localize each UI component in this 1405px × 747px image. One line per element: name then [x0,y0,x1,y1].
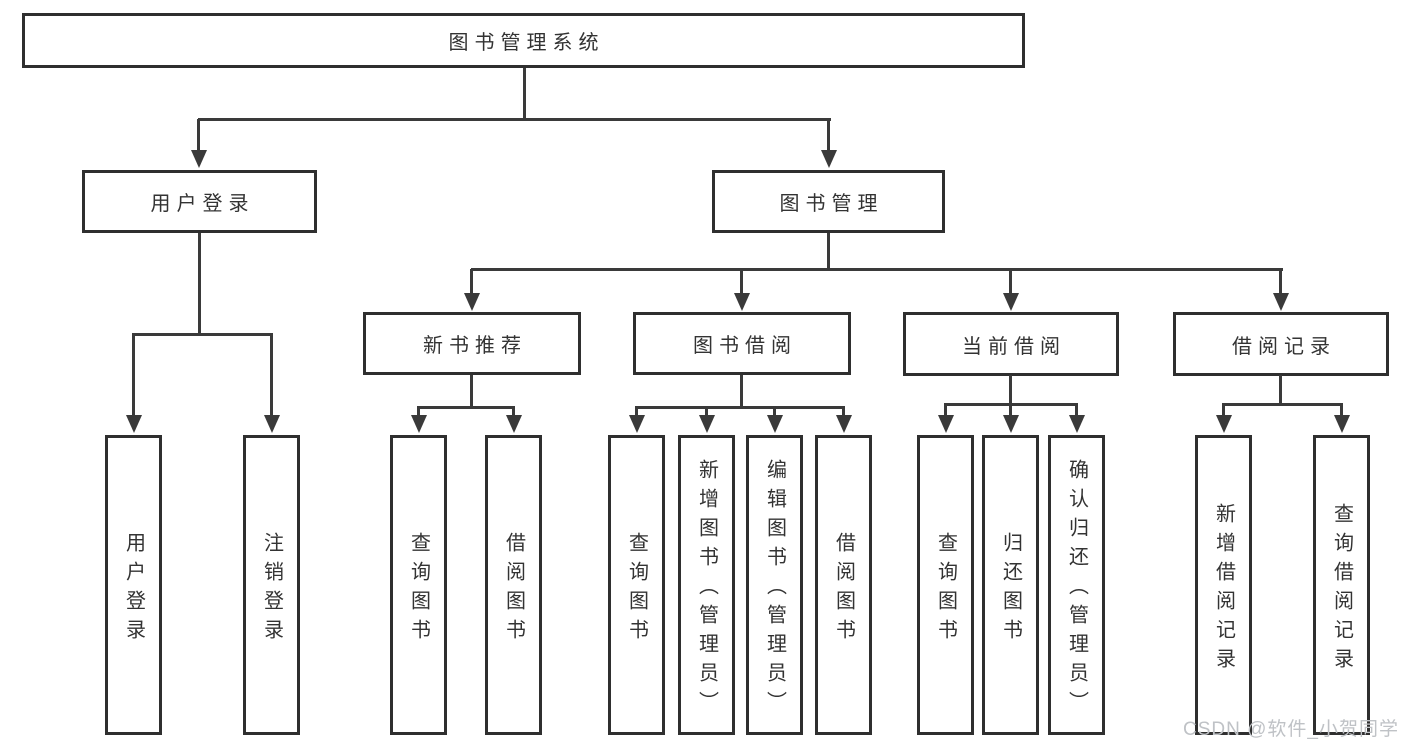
leaf-return-book-label: 归还图书 [999,531,1022,648]
node-root: 图书管理系统 [22,13,1025,68]
node-book-mgmt-label: 图书管理 [779,193,884,215]
connector-arrow-edit-book [767,407,783,433]
leaf-add-borrow-record-label: 新增借阅记录 [1212,502,1235,677]
connector-user-login-stem [198,233,201,335]
connector-arrow-user-login [191,119,207,168]
leaf-borrow-books-rec-label: 借阅图书 [502,531,525,648]
node-book-borrow: 图书借阅 [633,312,851,375]
connector-arrow-confirm-return [1069,404,1085,433]
connector-arrow-query-books-borrow [629,407,645,433]
connector-arrow-add-book [699,407,715,433]
leaf-query-books-rec-label: 查询图书 [407,531,430,648]
connector-arrow-query-books-current [938,404,954,433]
connector-arrow-book-mgmt [821,119,837,168]
leaf-query-borrow-record-label: 查询借阅记录 [1330,502,1353,677]
connector-arrow-leaf-user-login [126,334,142,433]
connector-book-mgmt-stem [827,233,830,270]
leaf-user-login-label: 用户登录 [122,531,145,648]
connector-borrow-record-hline [1222,403,1343,406]
leaf-edit-book-admin: 编辑图书（管理员） [746,435,803,735]
connector-root-hline [198,118,831,121]
leaf-add-book-admin-label: 新增图书（管理员） [695,459,718,720]
leaf-add-borrow-record: 新增借阅记录 [1195,435,1252,735]
node-user-login-label: 用户登录 [150,193,255,215]
node-current-borrow-label: 当前借阅 [962,335,1066,358]
connector-arrow-return-book [1003,404,1019,433]
connector-user-login-hline [132,333,273,336]
connector-arrow-query-books-rec [411,407,427,433]
connector-arrow-borrow-books-borrow [836,407,852,433]
node-new-book-rec-label: 新书推荐 [423,335,527,357]
node-book-borrow-label: 图书借阅 [693,335,797,357]
leaf-borrow-books-rec: 借阅图书 [485,435,542,735]
node-book-mgmt: 图书管理 [712,170,945,233]
leaf-confirm-return-admin: 确认归还（管理员） [1048,435,1105,735]
node-user-login: 用户登录 [82,170,317,233]
leaf-query-books-current: 查询图书 [917,435,974,735]
leaf-query-borrow-record: 查询借阅记录 [1313,435,1370,735]
leaf-query-books-borrow-label: 查询图书 [625,531,648,648]
node-borrow-record-label: 借阅记录 [1232,335,1336,358]
leaf-query-books-current-label: 查询图书 [934,531,957,648]
connector-arrow-book-borrow [734,269,750,311]
node-current-borrow: 当前借阅 [903,312,1119,376]
connector-book-borrow-stem [740,375,743,408]
connector-current-borrow-stem [1009,375,1012,405]
connector-arrow-new-book-rec [464,269,480,311]
connector-root-stem [523,68,526,121]
connector-book-mgmt-hline [471,268,1283,271]
connector-arrow-add-borrow-record [1216,404,1232,433]
connector-book-borrow-hline [635,406,845,409]
connector-new-book-rec-stem [470,375,473,408]
leaf-borrow-books-borrow: 借阅图书 [815,435,872,735]
leaf-logout: 注销登录 [243,435,300,735]
connector-new-book-rec-hline [417,406,515,409]
csdn-watermark: CSDN @软件_小贺同学 [1183,719,1399,740]
connector-arrow-borrow-record [1273,269,1289,311]
leaf-edit-book-admin-label: 编辑图书（管理员） [763,459,786,720]
leaf-borrow-books-borrow-label: 借阅图书 [832,531,855,648]
node-new-book-rec: 新书推荐 [363,312,581,375]
leaf-query-books-rec: 查询图书 [390,435,447,735]
connector-arrow-query-borrow-record [1334,404,1350,433]
node-borrow-record: 借阅记录 [1173,312,1389,376]
leaf-return-book: 归还图书 [982,435,1039,735]
leaf-logout-label: 注销登录 [260,531,283,648]
connector-arrow-current-borrow [1003,269,1019,311]
leaf-user-login: 用户登录 [105,435,162,735]
leaf-add-book-admin: 新增图书（管理员） [678,435,735,735]
connector-arrow-leaf-logout [264,334,280,433]
leaf-query-books-borrow: 查询图书 [608,435,665,735]
leaf-confirm-return-admin-label: 确认归还（管理员） [1065,459,1088,720]
node-root-label: 图书管理系统 [448,32,605,54]
connector-arrow-borrow-books-rec [506,407,522,433]
connector-borrow-record-stem [1279,375,1282,405]
